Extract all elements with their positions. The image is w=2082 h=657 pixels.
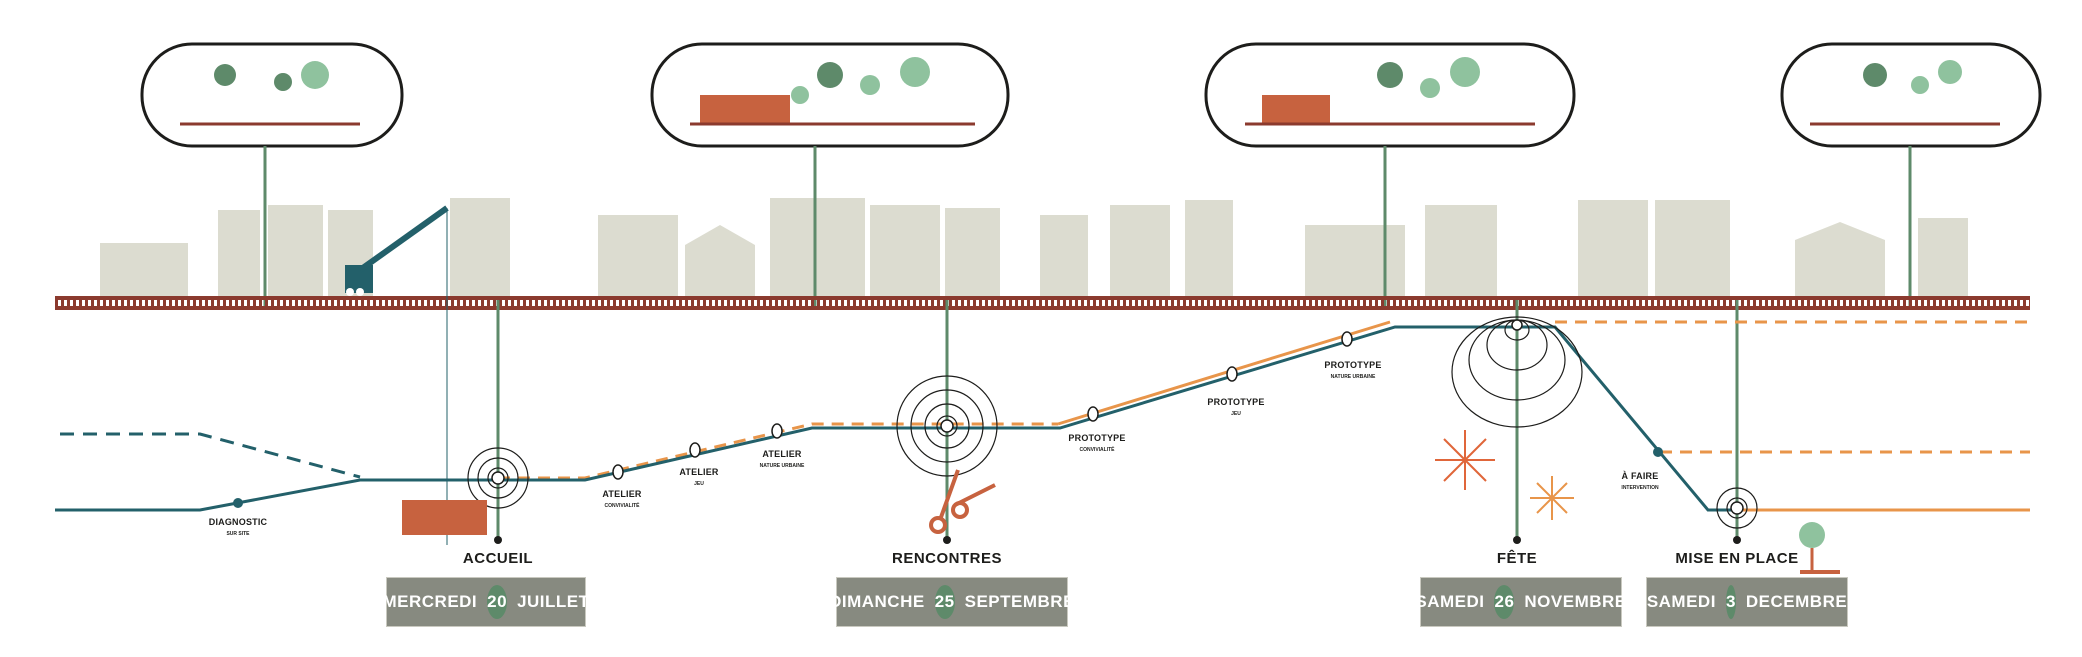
milestone-sub: JEU: [1231, 411, 1241, 417]
bubble-scenes: [180, 57, 2000, 126]
milestone-sub: CONVIVIALITÉ: [604, 503, 640, 509]
milestone-title: DIAGNOSTIC: [208, 517, 268, 527]
milestone-prototype-nature: PROTOTYPE NATURE URBAINE: [1324, 355, 1381, 380]
badge-day-number: 20: [487, 585, 508, 619]
milestone-sub: NATURE URBAINE: [759, 463, 805, 469]
milestone-title: ATELIER: [602, 489, 642, 499]
milestone-atelier-nature: ATELIER NATURE URBAINE: [760, 444, 805, 469]
event-accueil: ACCUEIL: [462, 550, 534, 567]
milestone-sub: INTERVENTION: [1621, 485, 1659, 491]
bubble-stems: [263, 146, 1912, 308]
milestone-prototype-convivialite: PROTOTYPE CONVIVIALITÉ: [1068, 428, 1125, 453]
milestone-sub: CONVIVIALITÉ: [1079, 447, 1115, 453]
badge-day: MERCREDI: [382, 592, 478, 611]
date-badge-mise-en-place: SAMEDI 3 DECEMBRE: [1646, 577, 1848, 627]
milestone-sub: SUR SITE: [226, 531, 250, 537]
milestone-title: ATELIER: [679, 467, 719, 477]
milestone-sub: NATURE URBAINE: [1330, 374, 1376, 380]
container-icon: [402, 500, 487, 535]
milestone-title: PROTOTYPE: [1068, 433, 1126, 443]
badge-day-number: 26: [1494, 585, 1515, 619]
process-paths: [55, 320, 2030, 512]
milestone-a-faire: À FAIRE INTERVENTION: [1621, 466, 1658, 491]
event-dots: [494, 536, 1741, 544]
tree-icon: [1799, 522, 1840, 574]
badge-month: NOVEMBRE: [1524, 592, 1627, 611]
date-badge-fete: SAMEDI 26 NOVEMBRE: [1415, 577, 1626, 627]
crane-icon: [345, 205, 449, 545]
badge-day: SAMEDI: [1646, 592, 1716, 611]
badge-day: SAMEDI: [1415, 592, 1485, 611]
badge-day: DIMANCHE: [829, 592, 925, 611]
date-badge-rencontres: DIMANCHE 25 SEPTEMBRE: [829, 577, 1074, 627]
event-fete: FÊTE: [1496, 550, 1538, 567]
date-badge-accueil: MERCREDI 20 JUILLET: [382, 577, 590, 627]
milestone-markers: [491, 319, 1744, 515]
milestone-title: PROTOTYPE: [1324, 360, 1382, 370]
milestone-title: ATELIER: [762, 449, 802, 459]
fireworks-icon: [1435, 430, 1574, 520]
milestone-sub: JEU: [694, 481, 704, 487]
badge-day-number: 3: [1725, 585, 1736, 619]
rail-track: [55, 296, 2030, 310]
event-ripples: [467, 316, 1758, 529]
milestone-diagnostic: DIAGNOSTIC SUR SITE: [209, 512, 268, 537]
badge-day-number: 25: [934, 585, 955, 619]
event-rencontres: RENCONTRES: [891, 550, 1003, 567]
event-mise-en-place: MISE EN PLACE: [1675, 550, 1799, 567]
scene-bubbles: [140, 42, 2042, 148]
scissors-icon: [929, 469, 996, 534]
milestone-title: À FAIRE: [1621, 471, 1659, 481]
badge-month: JUILLET: [517, 592, 590, 611]
badge-month: SEPTEMBRE: [964, 592, 1075, 611]
milestone-prototype-jeu: PROTOTYPE JEU: [1207, 392, 1264, 417]
city-skyline: [100, 198, 1968, 298]
badge-month: DECEMBRE: [1745, 592, 1848, 611]
milestone-title: PROTOTYPE: [1207, 397, 1265, 407]
milestone-atelier-convivialite: ATELIER CONVIVIALITÉ: [602, 484, 641, 509]
milestone-atelier-jeu: ATELIER JEU: [679, 462, 718, 487]
